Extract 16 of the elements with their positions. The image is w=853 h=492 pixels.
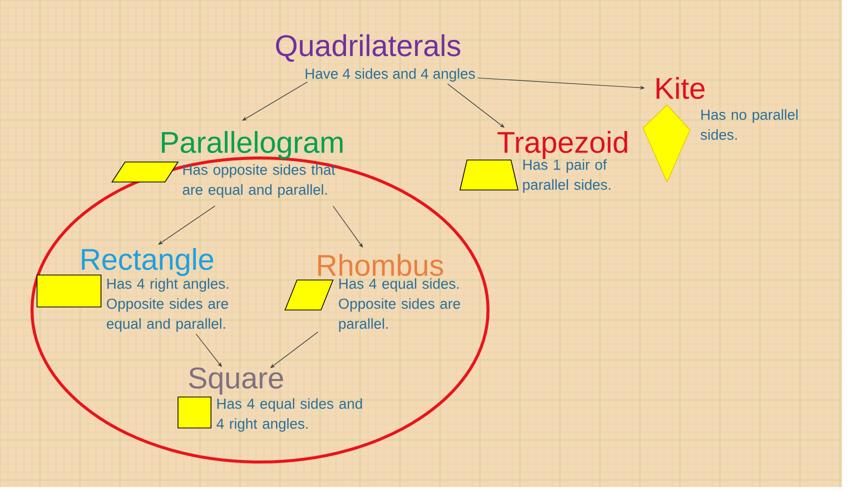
description-text: Has no parallel sides. [700, 109, 798, 140]
description-text: Have 4 sides and 4 angles [306, 68, 475, 82]
description-text: Has opposite sides that are equal and parallel. [182, 164, 336, 198]
shape-title: Quadrilaterals [276, 34, 460, 62]
description-text: Has 4 equal sides and 4 right angles. [216, 398, 362, 432]
description-text: Has 4 equal sides. Opposite sides are parallel. [338, 278, 460, 332]
shape-title: Rhombus [318, 254, 444, 276]
shape-title: Rectangle [82, 248, 214, 276]
arrow [158, 206, 216, 245]
arrow [242, 82, 308, 121]
shape-title: Kite [656, 76, 705, 100]
shape-title: Square [189, 367, 284, 395]
description-text: Has 1 pair of parallel sides. [523, 159, 610, 193]
description-text: Has 4 right angles. Opposite sides are equal and parallel. [106, 278, 228, 332]
shape-title: Parallelogram [162, 131, 343, 159]
shape-title: Trapezoid [498, 131, 628, 159]
